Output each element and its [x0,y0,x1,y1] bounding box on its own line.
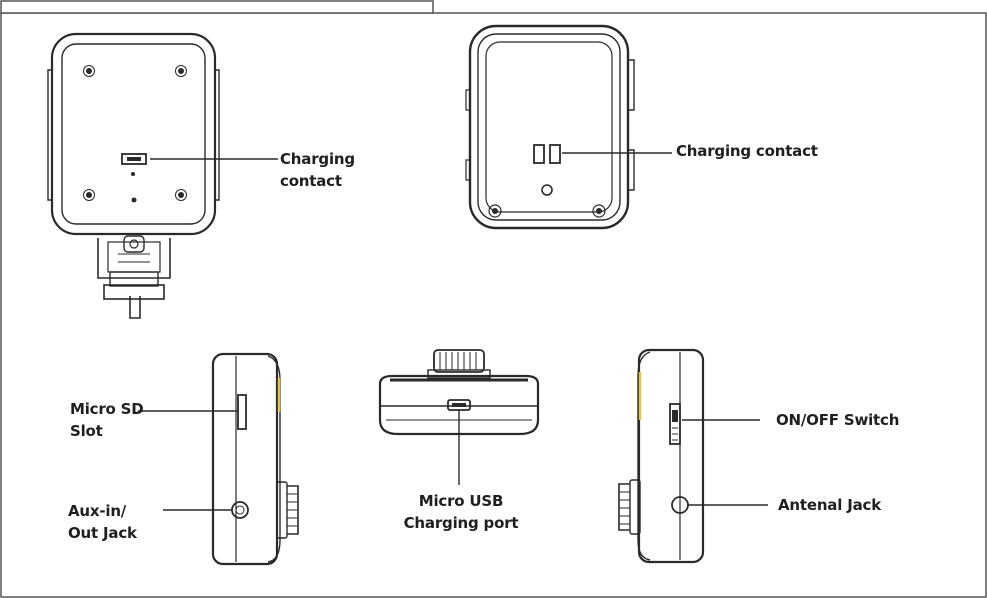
label-micro-sd-slot-line1: Micro SD [70,400,144,418]
label-mount-charging-contact-line1: Charging [280,150,355,168]
label-micro-sd-slot: Micro SD Slot [70,398,144,442]
label-micro-usb: Micro USB Charging port [402,490,520,534]
label-aux-jack: Aux-in/ Out Jack [68,500,137,544]
label-antenna-jack-text: Antenal Jack [778,496,881,514]
label-micro-usb-line2: Charging port [403,514,519,532]
label-aux-jack-line2: Out Jack [68,524,137,542]
label-on-off-switch: ON/OFF Switch [776,409,899,431]
label-micro-usb-line1: Micro USB [418,492,504,510]
mount-back-view [47,32,220,319]
device-left-side-view [211,352,299,566]
label-on-off-switch-text: ON/OFF Switch [776,411,900,429]
label-device-charging-contact: Charging contact [676,140,818,162]
label-antenna-jack: Antenal Jack [778,494,881,516]
label-device-charging-contact-text: Charging contact [676,142,818,160]
label-mount-charging-contact-line2: contact [280,172,342,190]
device-bottom-view [378,349,540,436]
label-aux-jack-line1: Aux-in/ [68,502,127,520]
device-right-side-view [618,348,705,564]
label-micro-sd-slot-line2: Slot [70,422,103,440]
device-back-view [465,24,635,230]
label-mount-charging-contact: Charging contact [280,148,355,192]
